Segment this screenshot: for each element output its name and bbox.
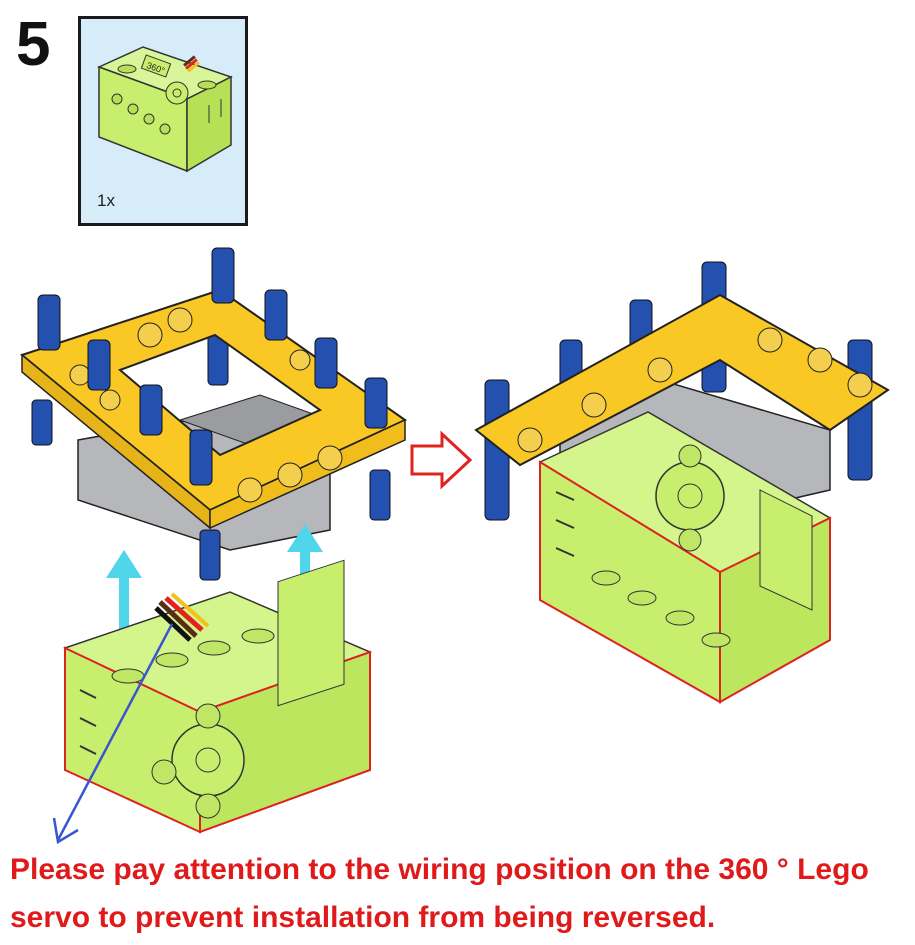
caption-line-1: Please pay attention to the wiring posit…: [10, 846, 910, 894]
wiring-instruction-caption: Please pay attention to the wiring posit…: [10, 846, 910, 942]
caption-line-2: servo to prevent installation from being…: [10, 894, 910, 942]
servo-motor-bottom: [65, 560, 370, 832]
direction-arrow-icon: [412, 434, 470, 486]
right-assembled-view: [476, 262, 888, 702]
assembly-illustration: [0, 0, 915, 845]
left-frame-assembly: [22, 248, 405, 580]
